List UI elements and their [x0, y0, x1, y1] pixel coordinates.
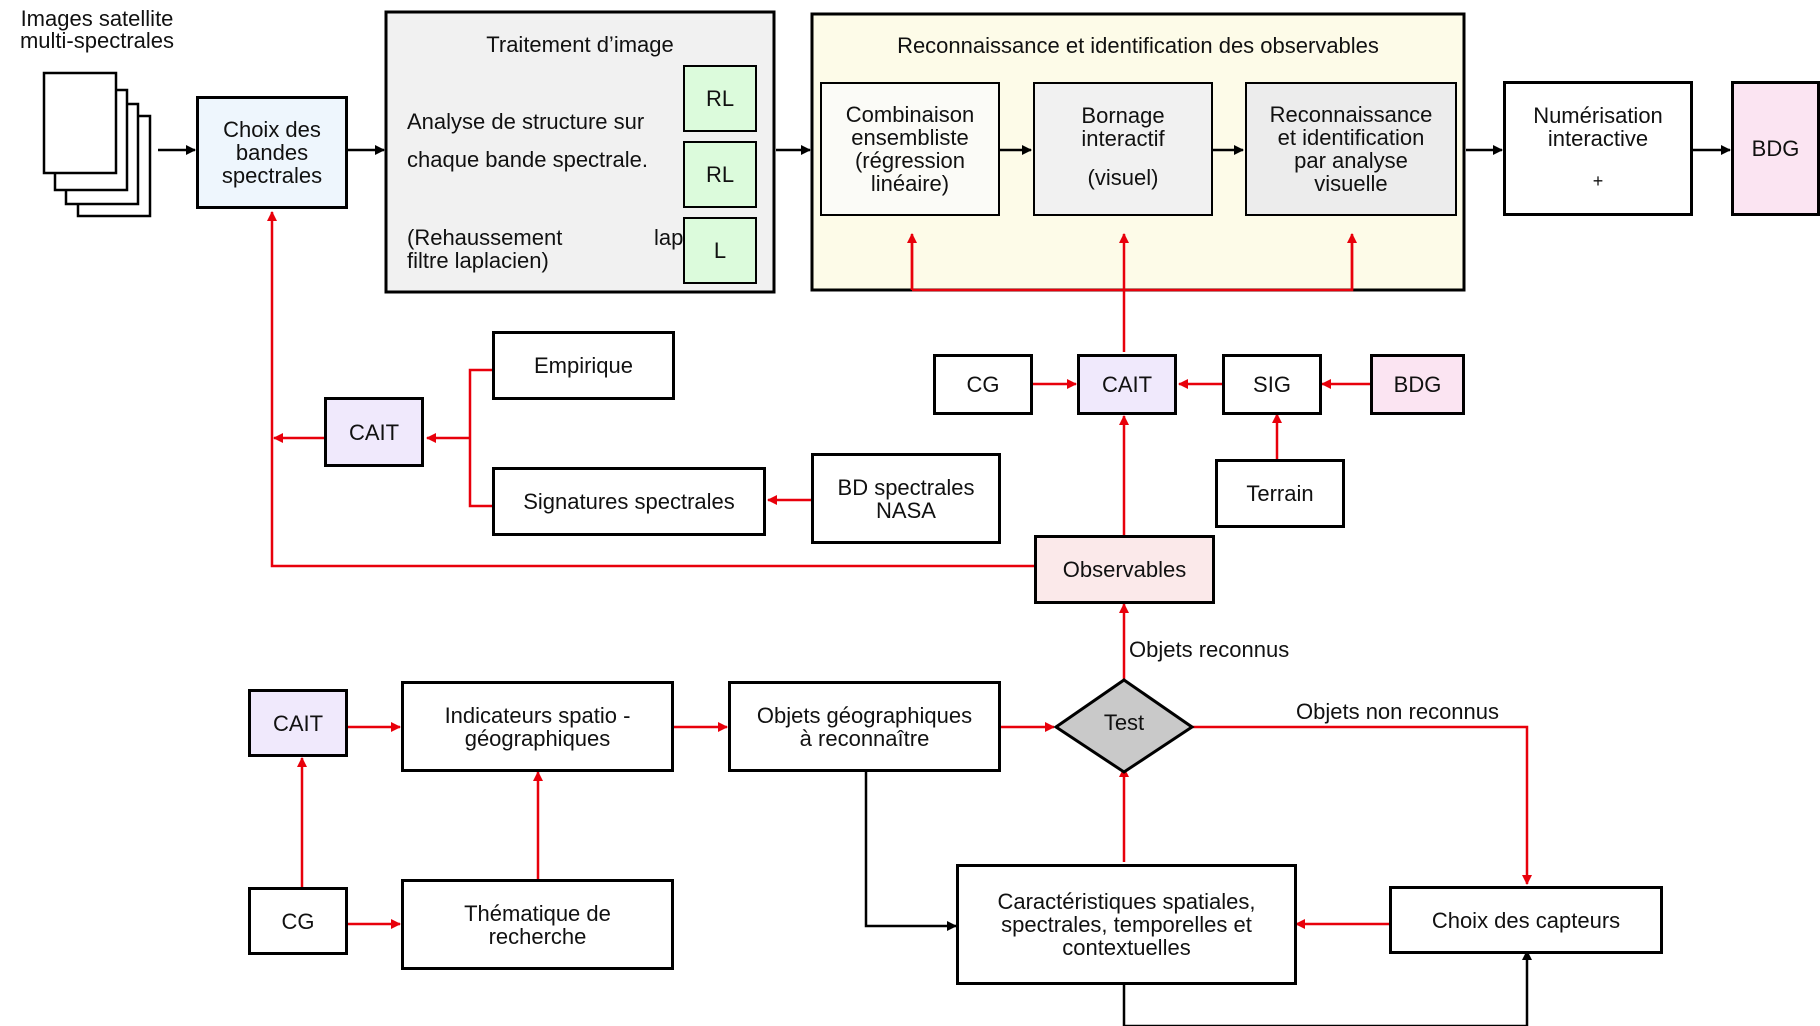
red-connectors: [267, 211, 1532, 929]
terrain-box: Terrain: [1215, 459, 1345, 528]
bdg-mid-label: BDG: [1393, 372, 1442, 397]
choix-capteurs-label: Choix des capteurs: [1431, 907, 1621, 933]
caracteristiques-box: Caractéristiques spatiales, spectrales, …: [956, 864, 1297, 985]
cait-mid-box: CAIT: [1077, 354, 1177, 415]
test-label: Test: [1103, 710, 1145, 735]
cait-left-box: CAIT: [324, 397, 424, 467]
cait-mid-label: CAIT: [1101, 372, 1153, 397]
filtre-text: filtre laplacien): [407, 248, 549, 273]
cait-bottom-label: CAIT: [272, 710, 324, 736]
cg-bottom-label: CG: [281, 908, 315, 934]
cg-mid-box: CG: [933, 354, 1033, 415]
plus-label: +: [1592, 171, 1604, 191]
bdg-top-label: BDG: [1751, 136, 1800, 161]
cg-bottom-box: CG: [248, 887, 348, 955]
empirique-label: Empirique: [533, 353, 634, 378]
images-label: Images satellite multi-spectrales: [19, 6, 175, 53]
thematique-label: Thématique de recherche: [464, 900, 611, 949]
signatures-label: Signatures spectrales: [523, 489, 735, 514]
l-label: L: [713, 238, 727, 263]
cait-left-label: CAIT: [348, 419, 400, 445]
bornage-box: Bornage interactif (visuel): [1033, 82, 1213, 216]
reco-ident-label: Reconnaissance et identification par ana…: [1269, 102, 1433, 196]
objets-geo-box: Objets géographiques à reconnaître: [728, 681, 1001, 772]
combinaison-box: Combinaison ensembliste (régression liné…: [820, 82, 1000, 216]
thematique-box: Thématique de recherche: [401, 879, 674, 970]
bornage-label: Bornage interactif: [1081, 103, 1165, 151]
analyse-text: Analyse de structure sur: [407, 109, 645, 134]
indicateurs-box: Indicateurs spatio - géographiques: [401, 681, 674, 772]
numerisation-box: Numérisation interactive +: [1503, 81, 1693, 216]
cg-mid-label: CG: [966, 372, 1000, 397]
rehaussement-text: (Rehaussement: [407, 225, 563, 250]
choix-bandes-label: Choix des bandes spectrales: [221, 117, 323, 188]
reco-ident-box: Reconnaissance et identification par ana…: [1245, 82, 1457, 216]
bd-nasa-box: BD spectrales NASA: [811, 453, 1001, 544]
chaque-bande-text: chaque bande spectrale.: [407, 147, 648, 172]
black-connectors: [158, 145, 1731, 1026]
empirique-box: Empirique: [492, 331, 675, 400]
signatures-box: Signatures spectrales: [492, 467, 766, 536]
indicateurs-label: Indicateurs spatio - géographiques: [444, 702, 631, 751]
numerisation-label: Numérisation interactive: [1533, 103, 1663, 151]
objets-non-reconnus-label: Objets non reconnus: [1296, 699, 1500, 724]
observables-box: Observables: [1034, 535, 1215, 604]
test-diamond: [1053, 678, 1195, 774]
rl-label-1: RL: [705, 86, 735, 111]
visuel-label: (visuel): [1087, 165, 1159, 190]
terrain-label: Terrain: [1246, 481, 1314, 506]
sig-label: SIG: [1253, 372, 1291, 397]
rl-label-2: RL: [705, 162, 735, 187]
bdg-mid-box: BDG: [1370, 354, 1465, 415]
caracteristiques-label: Caractéristiques spatiales, spectrales, …: [997, 889, 1256, 960]
bdg-top-box: BDG: [1731, 81, 1820, 216]
satellite-images-icon: [42, 71, 152, 218]
rl-box-2: RL: [683, 141, 757, 208]
cait-bottom-box: CAIT: [248, 689, 348, 757]
rl-box-1: RL: [683, 65, 757, 132]
choix-bandes-box: Choix des bandes spectrales: [196, 96, 348, 209]
sig-box: SIG: [1222, 354, 1322, 415]
objets-reconnus-label: Objets reconnus: [1129, 637, 1290, 662]
observables-label: Observables: [1062, 557, 1187, 582]
traitement-title: Traitement d’image: [486, 32, 674, 57]
objets-geo-label: Objets géographiques à reconnaître: [756, 702, 973, 751]
l-box: L: [683, 217, 757, 284]
choix-capteurs-box: Choix des capteurs: [1389, 886, 1663, 954]
bd-nasa-label: BD spectrales NASA: [837, 474, 975, 523]
reconnaissance-title: Reconnaissance et identification des obs…: [897, 33, 1379, 58]
combinaison-label: Combinaison ensembliste (régression liné…: [845, 102, 975, 196]
lap-text: lap: [654, 225, 684, 250]
